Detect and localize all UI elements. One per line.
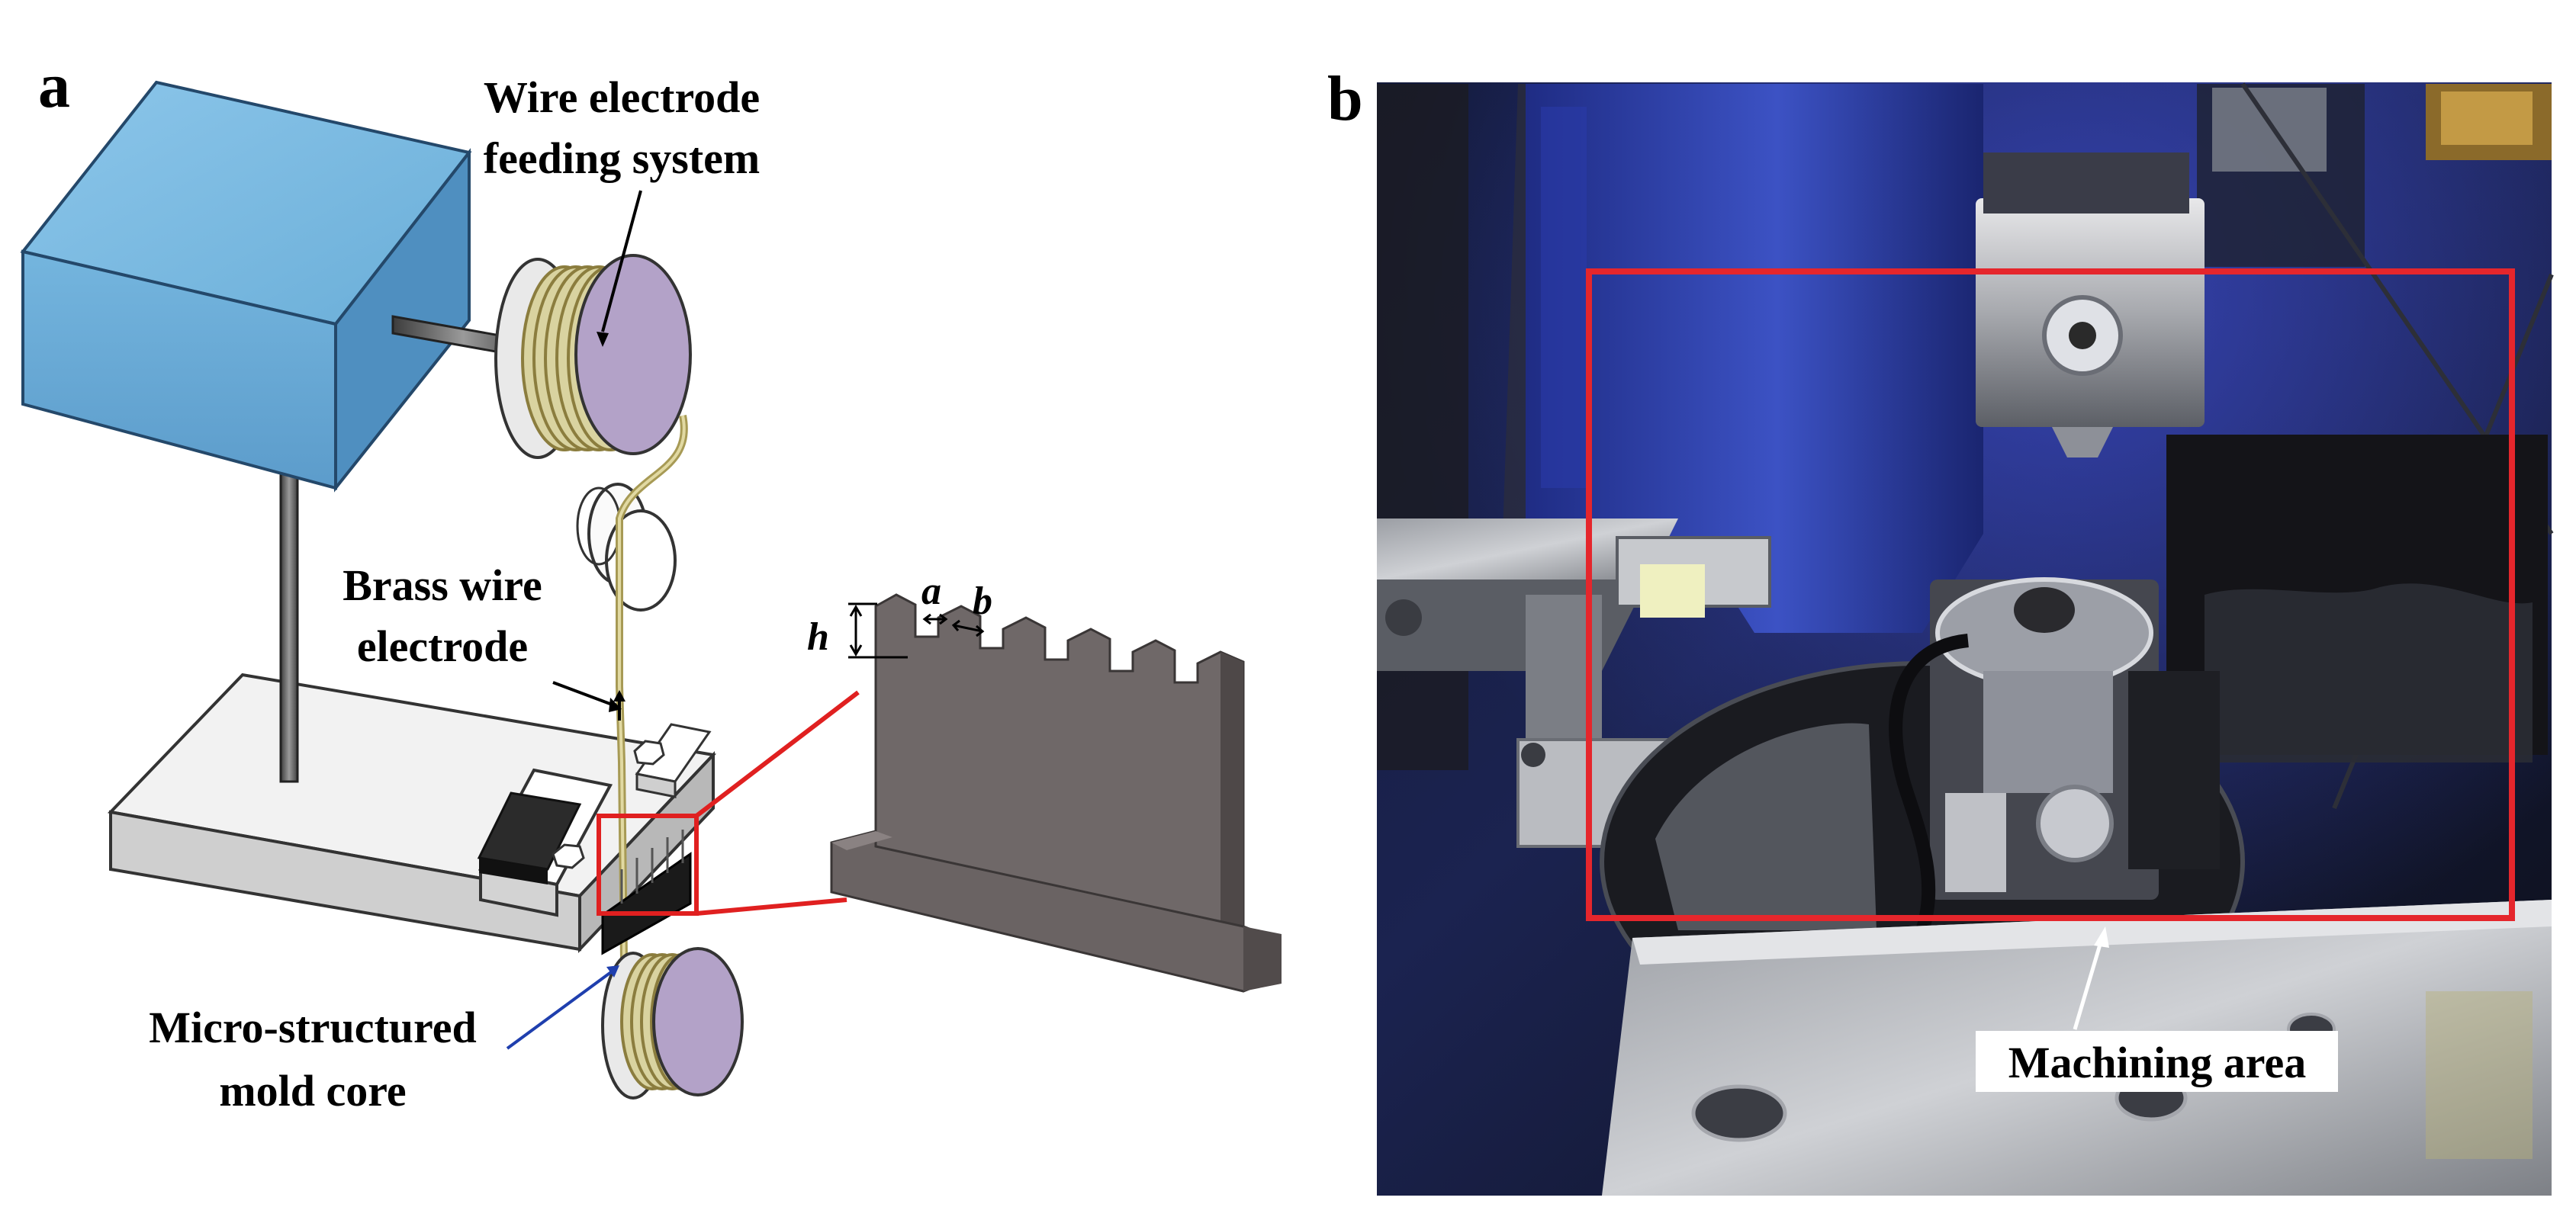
panel-label-a: a [38, 50, 70, 121]
label-dim-a: a [921, 570, 941, 613]
label-feeding-line1: Wire electrode [484, 72, 760, 122]
fixture-clamp [477, 723, 712, 955]
lower-wire-reel [601, 947, 744, 1100]
panel-a-schematic: a Wire electrode feeding system Brass wi… [20, 50, 1282, 1116]
label-brass-line1: Brass wire [343, 560, 542, 610]
machine-column [1526, 84, 1983, 633]
machining-area-arrow [2073, 926, 2109, 1030]
machining-area-label-bg [1976, 1031, 2338, 1092]
support-rod [279, 471, 299, 783]
mold-core-detail [830, 593, 1282, 993]
label-machining-area: Machining area [2008, 1038, 2306, 1087]
upper-wire-reel [494, 254, 692, 459]
dimension-marks [848, 602, 985, 659]
zoom-line-top [695, 690, 860, 818]
machining-area-box [1586, 268, 2515, 921]
callout-arrows [552, 190, 642, 721]
label-mold-line2: mold core [219, 1066, 406, 1116]
zoom-line-bottom [696, 897, 847, 916]
label-dim-b: b [973, 580, 992, 623]
panel-label-b: b [1327, 63, 1363, 134]
panel-b-photo: Machining area [1377, 82, 2554, 1196]
highlight-box [597, 814, 699, 916]
label-brass-line2: electrode [357, 621, 528, 671]
label-mold-line1: Micro-structured [149, 1003, 477, 1052]
motor-box [20, 80, 472, 493]
label-feeding-line2: feeding system [484, 133, 760, 183]
mold-core-arrow [506, 965, 619, 1050]
label-dim-h: h [807, 615, 829, 659]
